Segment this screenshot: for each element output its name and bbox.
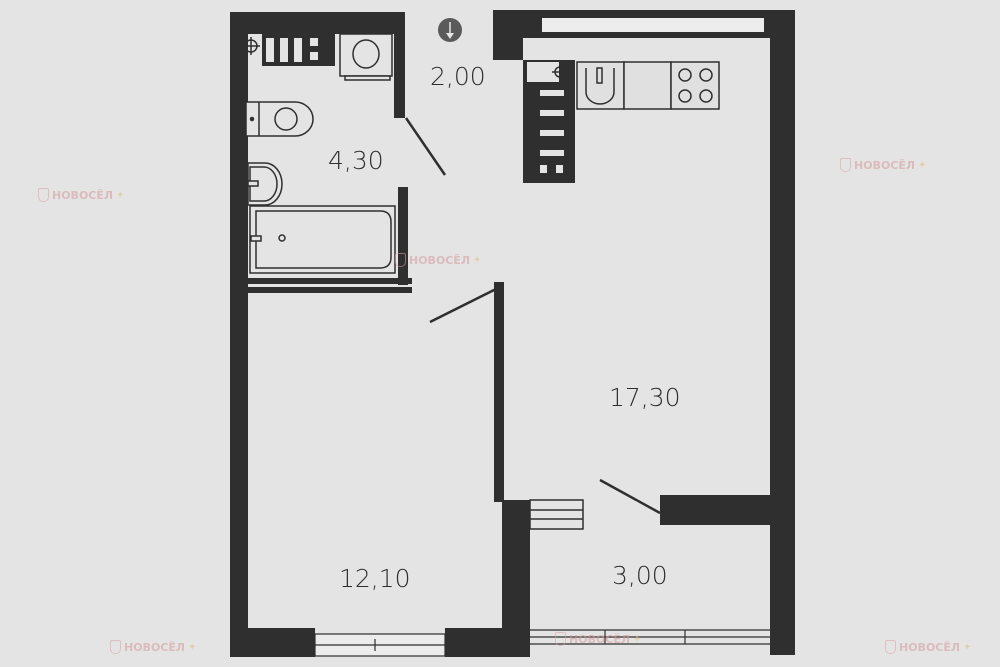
watermark-bottom-left: НОВОСЁЛ✦: [110, 640, 196, 654]
watermark-text: НОВОСЁЛ: [569, 632, 631, 646]
watermark-logo-icon: [885, 640, 896, 654]
washing-machine: [339, 33, 393, 81]
room-area-bathroom: 4,30: [328, 146, 384, 175]
award-icon: ✦: [188, 641, 197, 653]
award-icon: ✦: [116, 189, 125, 201]
bathroom-door: [404, 117, 447, 176]
walls: [230, 10, 795, 657]
kitchen-sink: [585, 67, 615, 105]
bedroom-right-wall: [494, 282, 504, 502]
right-outer-wall: [770, 10, 795, 655]
riser-icon: [242, 37, 260, 55]
north-arrow-icon: [438, 18, 462, 42]
room-area-hall: 2,00: [430, 62, 486, 91]
watermark-left: НОВОСЁЛ✦: [38, 188, 124, 202]
bathroom-right-wall-upper: [394, 12, 405, 118]
bathroom-top-wall: [230, 12, 405, 34]
room-area-living-kitchen: 17,30: [609, 383, 681, 412]
bathroom-radiator: [262, 34, 335, 66]
balcony-door: [599, 478, 661, 515]
kitchen-radiator: [527, 62, 564, 173]
watermark-logo-icon: [110, 640, 121, 654]
watermark-right: НОВОСЁЛ✦: [840, 158, 926, 172]
balcony-radiator: [529, 499, 584, 530]
watermark-logo-icon: [555, 632, 566, 646]
watermark-text: НОВОСЁЛ: [124, 640, 186, 654]
watermark-text: НОВОСЁЛ: [899, 640, 961, 654]
balcony-glazing: [530, 629, 770, 645]
top-window: [542, 18, 764, 32]
room-area-bedroom: 12,10: [339, 564, 411, 593]
bedroom-top-wall: [240, 287, 412, 293]
room-area-balcony: 3,00: [612, 561, 668, 590]
watermark-logo-icon: [395, 253, 406, 267]
kitchen-riser-icon: [552, 64, 568, 80]
kitchen-left-wall: [493, 10, 523, 60]
left-outer-wall: [230, 12, 248, 657]
watermark-center: НОВОСЁЛ✦: [395, 253, 481, 267]
bathroom-bottom-wall: [240, 278, 412, 284]
kitchen-counter: [576, 61, 720, 110]
bedroom-window: [314, 633, 446, 657]
award-icon: ✦: [633, 633, 642, 645]
watermark-text: НОВОСЁЛ: [409, 253, 471, 267]
watermark-logo-icon: [38, 188, 49, 202]
washbasin: [247, 162, 283, 206]
balcony-partition-wall: [660, 495, 775, 525]
award-icon: ✦: [918, 159, 927, 171]
watermark-logo-icon: [840, 158, 851, 172]
watermark-text: НОВОСЁЛ: [52, 188, 114, 202]
door-swings: [404, 117, 661, 515]
bedroom-door: [429, 287, 497, 324]
award-icon: ✦: [963, 641, 972, 653]
bottom-wall-left: [230, 628, 315, 657]
stove: [678, 68, 713, 103]
bottom-wall-right: [445, 628, 530, 657]
bathroom-right-wall-lower: [398, 187, 408, 285]
award-icon: ✦: [473, 254, 482, 266]
toilet: [245, 101, 314, 137]
watermark-text: НОВОСЁЛ: [854, 158, 916, 172]
bathtub: [249, 205, 396, 274]
watermark-bottom-right: НОВОСЁЛ✦: [885, 640, 971, 654]
watermark-bottom-center: НОВОСЁЛ✦: [555, 632, 641, 646]
